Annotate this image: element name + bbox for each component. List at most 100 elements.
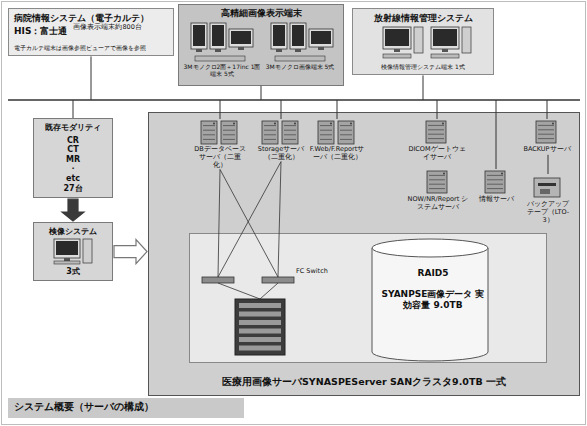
icon-group <box>426 121 446 143</box>
node-heading: RAID5 <box>380 268 486 279</box>
node-text: 3Mモノクロ画像端末 5式 <box>261 63 339 70</box>
node-text: 画像表示端末約800台 <box>73 24 141 32</box>
node-heading: DICOMゲートウェイサーバ <box>407 146 467 162</box>
icon-group <box>54 239 92 264</box>
disk-bay <box>239 303 281 308</box>
ris-box: 放射線情報管理システム検像情報管理システム端末 1式 <box>352 8 494 75</box>
server-slot <box>429 175 445 176</box>
server-led <box>294 123 296 125</box>
raid-cylinder-top <box>372 239 488 257</box>
server-slot <box>320 134 332 135</box>
connector-line <box>548 155 549 174</box>
icon-group <box>383 27 471 58</box>
server-slot <box>223 125 235 126</box>
icon-server1 <box>475 169 515 196</box>
server-led <box>442 123 444 125</box>
monitor-stand <box>295 49 301 52</box>
server-slot <box>320 125 332 126</box>
monitor-screen <box>311 31 331 44</box>
node-heading: バックアップ テープ（LTO-3） <box>523 201 573 224</box>
node-heading: F.Web/F.Reportサーバ（二重化） <box>309 146 365 162</box>
server-unit <box>221 121 237 144</box>
keyboard <box>54 261 80 264</box>
icon-group <box>262 121 298 144</box>
server-slot <box>429 188 445 189</box>
server-slot <box>340 134 352 135</box>
server-slot <box>428 138 444 139</box>
icon-group <box>191 23 333 61</box>
disk-bay <box>239 346 281 351</box>
info-server: 情報サーバ <box>475 169 517 204</box>
node-heading: 病院情報システム（電子カルテ） <box>14 13 168 24</box>
monitor-frame <box>290 23 306 49</box>
monitor-screen <box>433 29 457 46</box>
node-heading: BACKUPサーバ <box>519 146 575 154</box>
server-slot <box>487 175 503 176</box>
db-server: DBデータベースサーバ（二重化） <box>194 119 246 169</box>
keyboard <box>275 56 325 61</box>
monitor-screen <box>212 25 224 46</box>
server-unit <box>282 121 298 144</box>
pc-tower <box>414 27 423 53</box>
server-slot <box>284 130 296 131</box>
icon-server1 <box>519 119 573 146</box>
server-slot <box>538 134 554 135</box>
server-slot <box>264 139 276 140</box>
server-unit <box>338 121 354 144</box>
bus-drop <box>337 100 338 119</box>
block-arrow <box>62 199 84 221</box>
server-slot <box>487 188 503 189</box>
network-bus <box>8 99 580 100</box>
monitor-screen <box>385 29 409 46</box>
icon-group <box>427 171 447 193</box>
node-heading: 情報サーバ <box>475 196 517 204</box>
bus-drop <box>547 100 548 119</box>
caption: システム概要（サーバの構成） <box>14 401 238 413</box>
fc-cable <box>220 169 278 277</box>
server-slot <box>264 134 276 135</box>
fc-switch-label: FC Switch <box>296 268 328 276</box>
server-unit <box>485 171 505 193</box>
monitor-frame <box>271 23 287 49</box>
server-slot <box>320 139 332 140</box>
monitor-screen <box>292 25 304 46</box>
server-slot <box>223 139 235 140</box>
bus-drop <box>423 75 424 100</box>
server-slot <box>429 179 445 180</box>
server-led <box>274 123 276 125</box>
fc-cable <box>278 162 281 277</box>
monitor-frame <box>210 23 226 49</box>
server-slot <box>538 129 554 130</box>
dicom-server: DICOMゲートウェイサーバ <box>407 119 467 162</box>
disk-bay <box>239 312 281 317</box>
node-heading: 検像システム <box>38 227 108 237</box>
icon-panel <box>190 234 546 362</box>
fc-cable <box>218 162 281 277</box>
server-led <box>501 173 503 175</box>
server-slot <box>320 130 332 131</box>
server-slot <box>284 134 296 135</box>
monitor-frame <box>54 239 80 258</box>
server-slot <box>340 125 352 126</box>
pc-tower <box>83 239 92 263</box>
monitor-frame <box>309 29 333 47</box>
icon-group <box>536 121 556 143</box>
monitor-frame <box>431 27 459 49</box>
icon-servers <box>256 119 304 146</box>
bus-drop <box>496 100 497 169</box>
server-slot <box>487 184 503 185</box>
monitor-stand <box>215 49 221 52</box>
server-led <box>552 123 554 125</box>
server-slot <box>487 179 503 180</box>
tape-cartridge <box>540 189 550 194</box>
monitor-screen <box>56 241 78 255</box>
node-heading: DBデータベースサーバ（二重化） <box>194 146 246 169</box>
server-slot <box>428 125 444 126</box>
monitor-frame <box>383 27 411 49</box>
inspection-box: 検像システム3式 <box>33 222 113 281</box>
icon-server1 <box>407 169 467 196</box>
server-slot <box>284 125 296 126</box>
server-slot <box>203 125 215 126</box>
monitor-frame <box>229 29 253 47</box>
